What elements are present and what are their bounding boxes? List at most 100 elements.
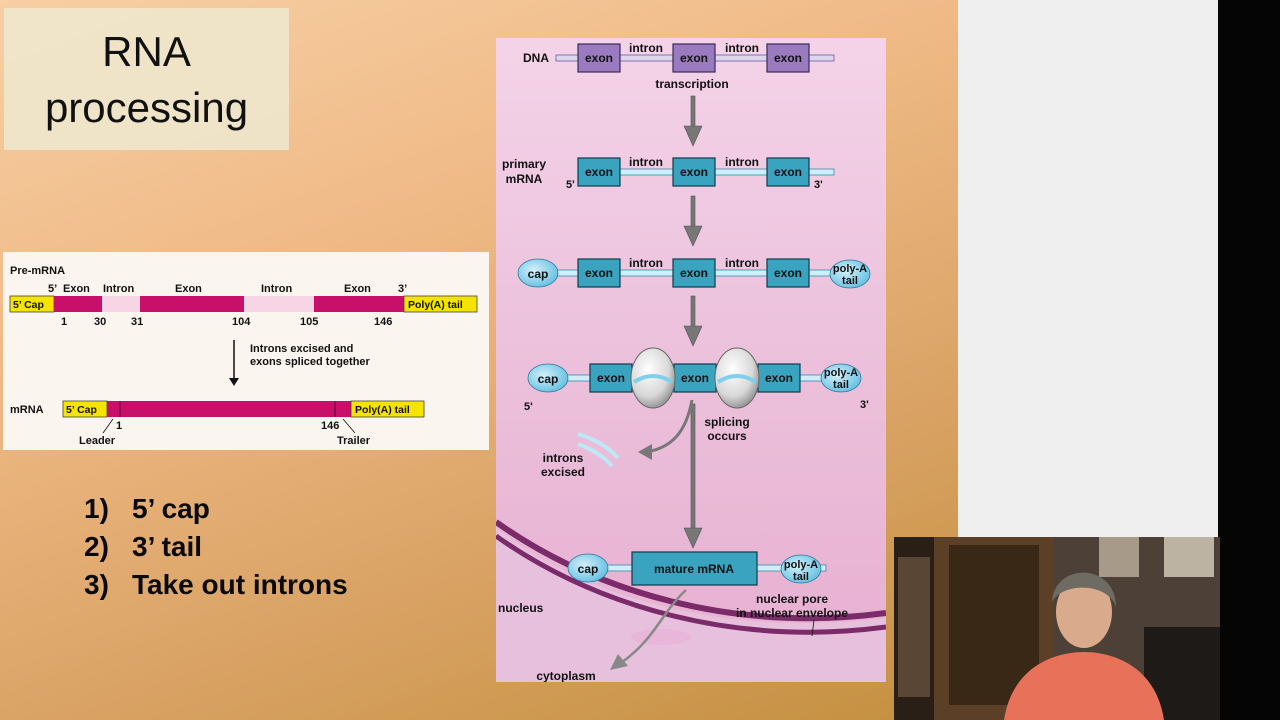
excised-arrow-head (638, 444, 652, 460)
svg-text:poly-A: poly-A (784, 559, 818, 571)
svg-text:tail: tail (833, 379, 849, 391)
svg-text:exon: exon (680, 165, 708, 179)
svg-text:tail: tail (842, 275, 858, 287)
title-box (4, 8, 289, 150)
cytoplasm-label: cytoplasm (536, 669, 595, 682)
svg-text:poly-A: poly-A (824, 367, 858, 379)
dna-exon-2 (672, 43, 716, 73)
mrna-tail (350, 400, 425, 418)
svg-text:exon: exon (585, 266, 613, 280)
svg-text:exon: exon (765, 371, 793, 385)
splicing-three-prime: 3' (860, 399, 869, 411)
mature-mrna-box (631, 551, 758, 586)
svg-text:tail: tail (793, 571, 809, 583)
intron2-label: Intron (261, 283, 292, 295)
exon2-label: Exon (175, 283, 202, 295)
excised-arrow (645, 399, 694, 454)
capped-exon-2 (672, 258, 716, 288)
capped-exon-3 (766, 258, 810, 288)
title-line-2: processing (44, 84, 249, 131)
dna-label: DNA (523, 51, 549, 65)
arrow-text-1: Introns excised and (250, 343, 353, 355)
nuclear-envelope (494, 519, 887, 622)
primary-exon-2 (672, 157, 716, 187)
intron1-label: Intron (103, 283, 134, 295)
capped-exon-1 (577, 258, 621, 288)
pore-label-1: nuclear pore (756, 592, 828, 606)
excised-intron-1 (577, 432, 620, 460)
primary-exon-1 (577, 157, 621, 187)
premrna-tail-label: Poly(A) tail (408, 299, 463, 311)
mrna-cap-label: 5’ Cap (66, 404, 97, 416)
mature-cap (567, 553, 609, 583)
pos-105: 105 (300, 316, 318, 328)
capped-cap (517, 258, 559, 288)
pos-1: 1 (61, 316, 67, 328)
cytoplasm-region (496, 528, 886, 682)
svg-text:exon: exon (774, 51, 802, 65)
introns-label-2: excised (541, 465, 585, 479)
capped-polya (829, 259, 871, 289)
arrows (683, 95, 703, 549)
mrna-label: mRNA (10, 404, 44, 416)
svg-text:exon: exon (680, 51, 708, 65)
splicing-polya (820, 363, 862, 393)
mrna-coding (107, 401, 351, 417)
mrna-tail-label: Poly(A) tail (355, 404, 410, 416)
list-item: 2)3’ tail (84, 531, 203, 562)
dna-intron-2: intron (725, 41, 759, 55)
intron1-segment (102, 296, 140, 312)
pos-31: 31 (131, 316, 143, 328)
slide-title: RNA processing (4, 24, 289, 136)
excised-intron-2 (577, 442, 614, 468)
intron-loop-1 (632, 374, 674, 384)
splicing-five-prime: 5' (524, 401, 533, 413)
svg-text:cap: cap (538, 372, 559, 386)
primary-label-2: mRNA (506, 172, 543, 186)
premrna-tail (403, 295, 478, 313)
primary-label-1: primary (502, 157, 546, 171)
arrow-text-2: exons spliced together (250, 356, 371, 368)
exon3-label: Exon (344, 283, 371, 295)
capped-intron-2: intron (725, 256, 759, 270)
list-item: 3)Take out introns (84, 569, 348, 600)
svg-text:exon: exon (585, 165, 613, 179)
svg-text:exon: exon (597, 371, 625, 385)
dna-intron-1: intron (629, 41, 663, 55)
splicing-label-1: splicing (704, 415, 749, 429)
nuclear-envelope-outer (494, 533, 887, 635)
exon3-segment (314, 296, 404, 312)
leader-label: Leader (79, 435, 116, 447)
pore-label-2: in nuclear envelope (736, 606, 848, 620)
pore-pointer (811, 619, 815, 637)
nuclear-pore (631, 629, 691, 645)
svg-text:exon: exon (681, 371, 709, 385)
svg-text:exon: exon (680, 266, 708, 280)
splicing-cap (527, 363, 569, 393)
primary-intron-1: intron (629, 155, 663, 169)
splicing-exon-1 (589, 363, 633, 393)
premrna-heading: Pre-mRNA (10, 265, 65, 277)
three-prime-label: 3’ (398, 283, 407, 295)
webcam-video (894, 537, 1220, 720)
premrna-cap-label: 5’ Cap (13, 299, 44, 311)
five-prime-label: 5’ (48, 283, 57, 295)
mrna-pos-146: 146 (321, 420, 339, 432)
black-bar (1218, 0, 1280, 720)
steps-list: 1)5’ cap 2)3’ tail 3)Take out introns (84, 490, 348, 604)
title-line-1: RNA (102, 28, 191, 75)
primary-exon-3 (766, 157, 810, 187)
export-arrow (620, 589, 687, 665)
down-arrow-head (229, 378, 239, 386)
svg-text:exon: exon (585, 51, 613, 65)
splicing-label-2: occurs (707, 429, 747, 443)
exon1-segment (54, 296, 102, 312)
list-item: 1)5’ cap (84, 493, 210, 524)
primary-five-prime: 5' (566, 179, 575, 191)
mature-mrna-label: mature mRNA (654, 562, 734, 576)
trailer-label: Trailer (337, 435, 371, 447)
svg-text:exon: exon (774, 165, 802, 179)
capped-intron-1: intron (629, 256, 663, 270)
pos-146: 146 (374, 316, 392, 328)
splicing-exon-2 (673, 363, 717, 393)
